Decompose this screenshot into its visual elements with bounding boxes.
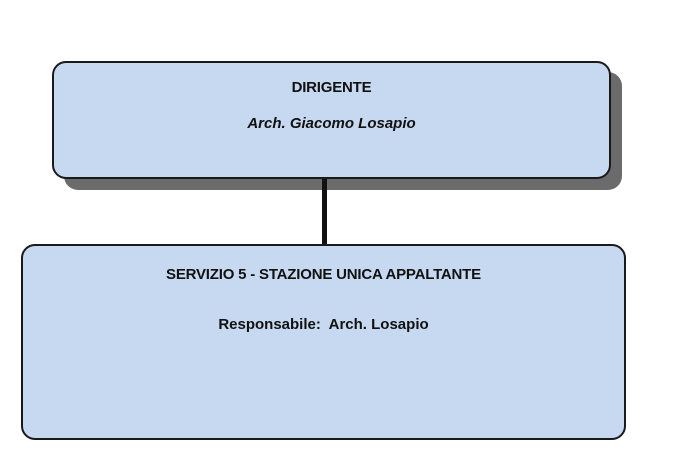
dirigente-title: DIRIGENTE (291, 79, 372, 96)
servizio-box: SERVIZIO 5 - STAZIONE UNICA APPALTANTE R… (21, 244, 626, 440)
dirigente-box: DIRIGENTE Arch. Giacomo Losapio (52, 61, 611, 179)
connector-line (322, 179, 327, 245)
dirigente-name: Arch. Giacomo Losapio (247, 115, 416, 132)
servizio-title: SERVIZIO 5 - STAZIONE UNICA APPALTANTE (166, 266, 481, 283)
servizio-responsabile: Responsabile: Arch. Losapio (218, 316, 429, 333)
